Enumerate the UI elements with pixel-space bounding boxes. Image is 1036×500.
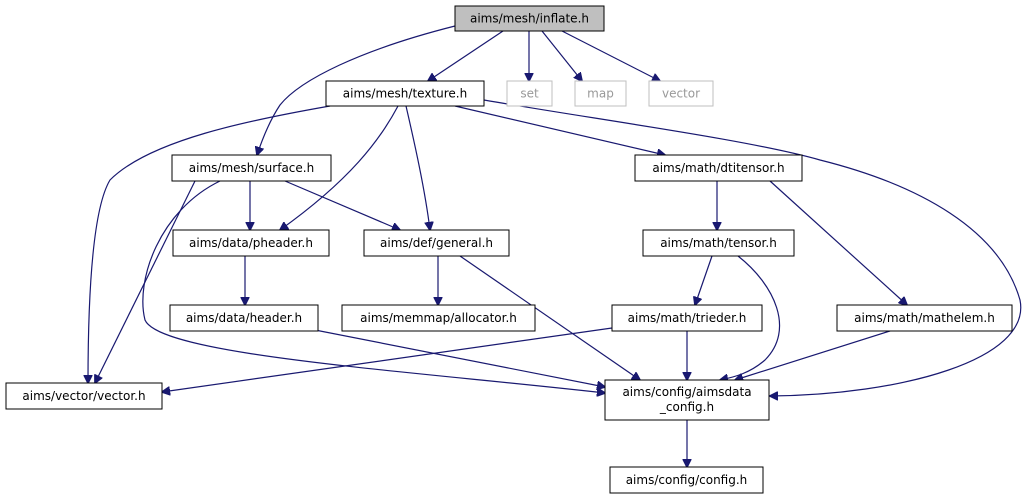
- node-label: aims/mesh/texture.h: [343, 87, 467, 101]
- node-inflate[interactable]: aims/mesh/inflate.h: [454, 5, 605, 32]
- node-label: aims/data/header.h: [186, 311, 302, 325]
- edge-header-aimsconfig: [314, 329, 605, 387]
- node-label-line2: _config.h: [659, 400, 714, 414]
- edge-surface-general: [284, 180, 400, 230]
- edge-texture-vectorh: [88, 105, 331, 383]
- node-header[interactable]: aims/data/header.h: [169, 304, 319, 332]
- node-config[interactable]: aims/config/config.h: [609, 466, 764, 494]
- edge-texture-dtitensor: [454, 105, 665, 155]
- node-label: aims/data/pheader.h: [189, 236, 313, 250]
- edge-texture-aimsconfig: [483, 99, 1022, 396]
- node-map[interactable]: map: [574, 80, 627, 107]
- node-tensor[interactable]: aims/math/tensor.h: [642, 229, 795, 257]
- node-texture[interactable]: aims/mesh/texture.h: [325, 80, 485, 107]
- node-label: aims/memmap/allocator.h: [360, 311, 517, 325]
- edge-surface-aimsconfig: [142, 180, 605, 393]
- node-label: aims/math/trieder.h: [628, 311, 747, 325]
- node-label: map: [587, 87, 614, 101]
- node-surface[interactable]: aims/mesh/surface.h: [171, 154, 332, 182]
- node-general[interactable]: aims/def/general.h: [363, 229, 510, 257]
- node-label: aims/math/dtitensor.h: [652, 161, 784, 175]
- node-label: set: [520, 87, 539, 101]
- edge-inflate-texture: [428, 30, 504, 81]
- edge-texture-general: [405, 105, 430, 230]
- node-label: aims/vector/vector.h: [22, 389, 145, 403]
- node-mathelem[interactable]: aims/math/mathelem.h: [836, 304, 1013, 332]
- node-label: aims/math/tensor.h: [660, 236, 777, 250]
- node-label: aims/def/general.h: [380, 236, 493, 250]
- edge-tensor-trieder: [695, 255, 713, 305]
- node-aimsdata-config[interactable]: aims/config/aimsdata _config.h: [604, 379, 770, 421]
- node-label: aims/mesh/surface.h: [189, 161, 314, 175]
- edge-texture-pheader: [280, 105, 399, 230]
- node-vector[interactable]: vector: [648, 80, 714, 107]
- edge-inflate-surface: [257, 25, 456, 155]
- node-label: vector: [662, 87, 700, 101]
- node-vectorh[interactable]: aims/vector/vector.h: [5, 382, 163, 410]
- node-allocator[interactable]: aims/memmap/allocator.h: [341, 304, 536, 332]
- node-set[interactable]: set: [506, 80, 553, 107]
- edge-trieder-vectorh: [162, 327, 613, 392]
- edges: [88, 25, 1022, 467]
- node-label-line1: aims/config/aimsdata: [622, 385, 751, 399]
- node-label: aims/math/mathelem.h: [854, 311, 995, 325]
- node-dtitensor[interactable]: aims/math/dtitensor.h: [634, 154, 803, 182]
- node-trieder[interactable]: aims/math/trieder.h: [611, 304, 763, 332]
- edge-dtitensor-mathelem: [769, 180, 907, 305]
- node-label: aims/mesh/inflate.h: [470, 12, 589, 26]
- edge-inflate-vector: [561, 30, 660, 81]
- node-pheader[interactable]: aims/data/pheader.h: [172, 229, 330, 257]
- nodes: aims/mesh/inflate.h aims/mesh/texture.h …: [5, 5, 1013, 494]
- node-label: aims/config/config.h: [626, 473, 748, 487]
- edge-general-aimsconfig: [459, 255, 640, 380]
- edge-inflate-map: [541, 30, 582, 81]
- edge-mathelem-aimsconfig: [735, 330, 891, 380]
